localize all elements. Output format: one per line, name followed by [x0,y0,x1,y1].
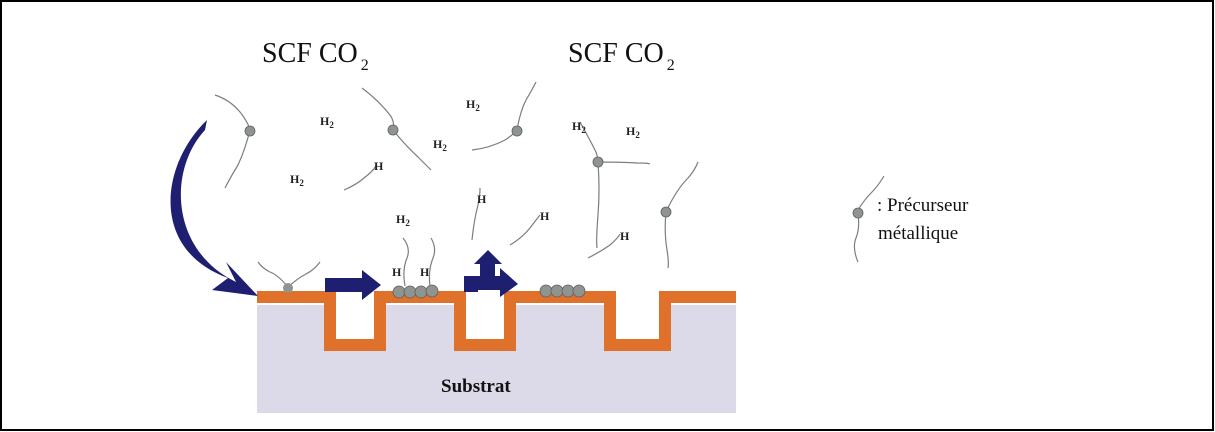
adsorption-arrow [170,120,258,296]
legend-line-1: : Précurseur [877,195,969,216]
svg-text:H: H [477,192,487,206]
adsorbed-precursor-dot [283,283,293,293]
h-labels: H H H H H H [374,159,630,279]
deposited-particles-1 [392,284,439,299]
svg-text:H2: H2 [320,114,334,130]
svg-text:H: H [374,159,384,173]
precursor-metal-centers [244,124,672,218]
svg-text:H2: H2 [466,97,480,113]
legend-line-2: métallique [878,223,959,244]
svg-text:H: H [392,265,402,279]
substrat-label: Substrat [441,376,511,397]
adsorbed-precursor [257,261,321,288]
svg-text:H: H [420,265,430,279]
legend-text: : Précurseur métallique [877,192,968,248]
svg-text:H2: H2 [572,119,586,135]
svg-text:H: H [620,229,630,243]
legend-precursor-icon [852,175,885,263]
svg-text:H2: H2 [626,124,640,140]
deposited-particles-2 [539,284,586,298]
svg-text:H2: H2 [433,137,447,153]
desorption-arrow [464,250,518,297]
ligand-chains-1 [402,237,436,287]
svg-text:H: H [540,209,550,223]
svg-text:H2: H2 [396,212,410,228]
deposited-film [257,291,736,351]
svg-text:H2: H2 [290,172,304,188]
h2-labels: H2 H2 H2 H2 H2 H2 H2 [290,97,640,228]
reduction-arrow [325,270,381,300]
